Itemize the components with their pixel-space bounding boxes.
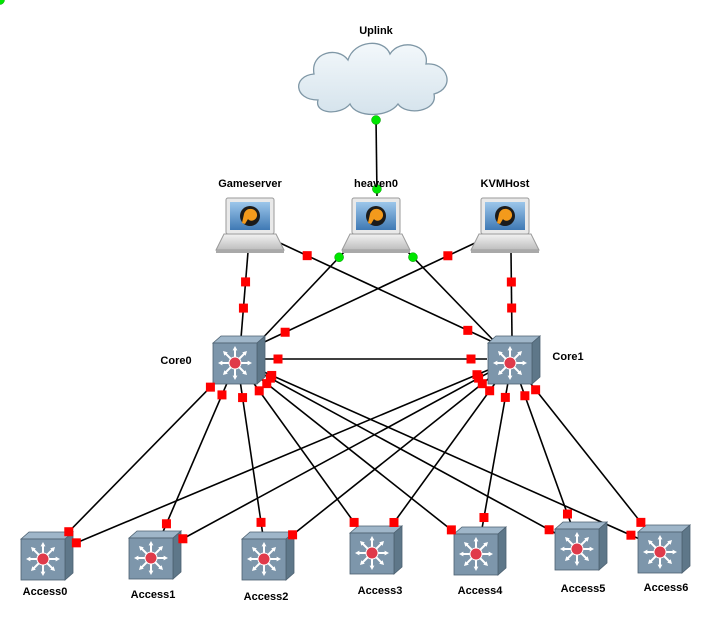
port-core1-access6-b[interactable]	[636, 517, 646, 527]
link-kvmhost-core0[interactable]	[257, 242, 476, 346]
layer3-switch-icon	[553, 521, 609, 571]
link-core0-access4[interactable]	[236, 359, 479, 552]
port-kvmhost-core0-a[interactable]	[443, 251, 453, 261]
port-core0-access4-a[interactable]	[262, 379, 272, 389]
label-core1: Core1	[552, 351, 583, 363]
node-core0[interactable]	[211, 335, 267, 385]
port-core0-core1-b[interactable]	[466, 354, 476, 364]
label-access3: Access3	[358, 585, 403, 597]
link-core1-access0[interactable]	[44, 359, 513, 557]
port-core1-access3-b[interactable]	[389, 517, 399, 527]
port-core1-access5-b[interactable]	[562, 509, 572, 519]
link-heaven0-core0[interactable]	[257, 249, 347, 344]
port-core0-access0-a[interactable]	[205, 382, 215, 392]
port-heaven0-core1-a[interactable]	[408, 252, 418, 262]
port-core1-access2-a[interactable]	[477, 379, 487, 389]
port-kvmhost-core0-b[interactable]	[280, 327, 290, 337]
node-access6[interactable]	[636, 524, 692, 574]
node-uplink[interactable]	[298, 42, 448, 116]
label-heaven0: heaven0	[354, 178, 398, 190]
layer3-switch-icon	[240, 531, 296, 581]
port-gameserver-core1-a[interactable]	[302, 251, 312, 261]
port-uplink-heaven0-a[interactable]	[371, 115, 381, 125]
port-core0-access2-b[interactable]	[256, 517, 266, 527]
ports-layer	[64, 115, 646, 548]
laptop-host-icon	[341, 197, 411, 253]
link-gameserver-core0[interactable]	[240, 251, 249, 339]
label-access0: Access0	[23, 586, 68, 598]
port-gameserver-core0-a[interactable]	[241, 277, 251, 287]
port-core0-access3-b[interactable]	[349, 517, 359, 527]
link-core0-access0[interactable]	[44, 359, 238, 557]
port-core1-access1-a[interactable]	[474, 373, 484, 383]
node-kvmhost[interactable]	[470, 197, 540, 253]
port-core1-access1-b[interactable]	[178, 534, 188, 544]
layer3-switch-icon	[486, 335, 542, 385]
laptop-host-icon	[470, 197, 540, 253]
port-core0-access3-a[interactable]	[254, 386, 264, 396]
layer3-switch-icon	[452, 526, 508, 576]
label-access4: Access4	[458, 585, 504, 597]
node-access4[interactable]	[452, 526, 508, 576]
label-kvmhost: KVMHost	[481, 178, 530, 190]
label-access2: Access2	[244, 591, 289, 603]
port-core0-core1-a[interactable]	[273, 354, 283, 364]
link-heaven0-core1[interactable]	[405, 249, 497, 344]
port-core1-access3-a[interactable]	[485, 386, 495, 396]
layer3-switch-icon	[127, 530, 183, 580]
link-kvmhost-core1[interactable]	[510, 251, 513, 339]
label-uplink: Uplink	[359, 25, 393, 37]
port-core0-access5-b[interactable]	[544, 525, 554, 535]
label-access6: Access6	[644, 582, 689, 594]
label-core0: Core0	[160, 355, 191, 367]
port-uplink-heaven0-b[interactable]	[372, 184, 382, 194]
layer3-switch-icon	[19, 531, 75, 581]
port-core0-access2-a[interactable]	[238, 393, 248, 403]
node-gameserver[interactable]	[215, 197, 285, 253]
node-core1[interactable]	[486, 335, 542, 385]
port-core0-access0-b[interactable]	[64, 527, 74, 537]
port-core1-access6-a[interactable]	[531, 385, 541, 395]
label-access5: Access5	[561, 583, 606, 595]
port-kvmhost-core1-b[interactable]	[507, 303, 517, 313]
link-uplink-heaven0[interactable]	[375, 117, 378, 197]
link-core0-access5[interactable]	[236, 359, 580, 547]
label-access1: Access1	[131, 589, 176, 601]
port-gameserver-core1-b[interactable]	[463, 325, 473, 335]
port-uplink-heaven0-a[interactable]	[0, 0, 5, 5]
port-core1-access2-b[interactable]	[288, 530, 298, 540]
port-core0-access4-b[interactable]	[446, 525, 456, 535]
link-core1-access2[interactable]	[265, 359, 513, 557]
port-heaven0-core0-a[interactable]	[334, 252, 344, 263]
link-core1-access4[interactable]	[477, 359, 513, 552]
port-core0-access6-b[interactable]	[626, 530, 636, 540]
port-core0-access1-b[interactable]	[161, 519, 171, 529]
node-access5[interactable]	[553, 521, 609, 571]
port-kvmhost-core1-a[interactable]	[506, 277, 516, 287]
port-core1-access0-b[interactable]	[71, 538, 81, 548]
node-access3[interactable]	[348, 525, 404, 575]
node-access2[interactable]	[240, 531, 296, 581]
link-core1-access1[interactable]	[152, 359, 513, 556]
node-access1[interactable]	[127, 530, 183, 580]
port-core1-access4-a[interactable]	[500, 392, 510, 402]
cloud-icon	[298, 42, 448, 116]
label-gameserver: Gameserver	[218, 178, 282, 190]
link-core0-access6[interactable]	[236, 359, 663, 550]
layer3-switch-icon	[348, 525, 404, 575]
port-gameserver-core0-b[interactable]	[238, 303, 248, 313]
laptop-host-icon	[215, 197, 285, 253]
node-heaven0[interactable]	[341, 197, 411, 253]
port-core1-access4-b[interactable]	[479, 513, 489, 523]
node-access0[interactable]	[19, 531, 75, 581]
link-gameserver-core1[interactable]	[279, 242, 496, 344]
port-core1-access5-a[interactable]	[520, 391, 530, 401]
port-core0-access6-a[interactable]	[267, 370, 277, 380]
layer3-switch-icon	[636, 524, 692, 574]
port-core0-access1-a[interactable]	[217, 390, 227, 400]
nodes-layer	[19, 42, 692, 581]
layer3-switch-icon	[211, 335, 267, 385]
